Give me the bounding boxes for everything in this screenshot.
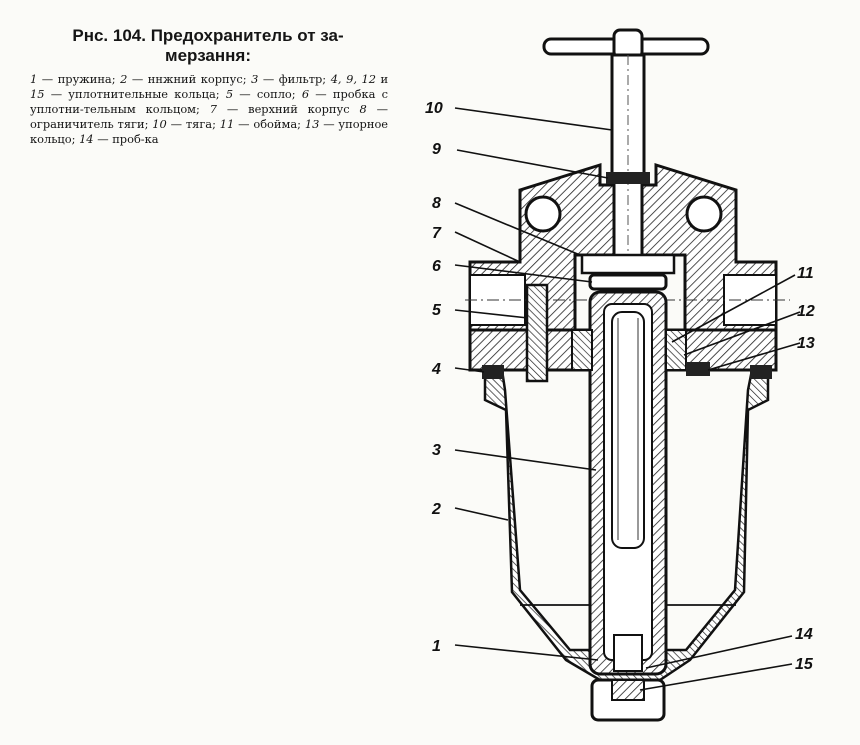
callout-8: 8 bbox=[432, 195, 441, 212]
legend-num-1: 1 bbox=[30, 72, 38, 86]
caption-title-line-1: Рнс. 104. Предохранитель от за- bbox=[72, 26, 344, 45]
callout-3: 3 bbox=[432, 442, 441, 459]
callout-7: 7 bbox=[432, 225, 442, 242]
legend-text-7: — верхний корпус bbox=[226, 102, 350, 116]
callout-labels: 10 9 8 7 6 5 4 3 2 1 11 12 13 14 15 bbox=[425, 100, 815, 673]
legend-text-13: — упорное кольцо; bbox=[30, 117, 389, 146]
caption-title-line-2: мерзання: bbox=[165, 46, 251, 65]
legend-text-6: — пробка с уплотни-тельным кольцом; bbox=[30, 87, 388, 116]
leader-lines bbox=[454, 107, 801, 691]
callout-9: 9 bbox=[432, 141, 441, 158]
legend-num-8: 8 bbox=[359, 102, 367, 116]
seal-ring-9 bbox=[606, 172, 650, 184]
callout-12: 12 bbox=[797, 303, 815, 320]
callout-5: 5 bbox=[432, 302, 442, 319]
lower-body bbox=[482, 365, 772, 722]
legend-num-11: 11 bbox=[219, 117, 235, 131]
callout-11: 11 bbox=[797, 265, 814, 282]
legend-text-5: — сопло; bbox=[239, 87, 296, 101]
callout-2: 2 bbox=[431, 501, 441, 518]
rod-t-handle bbox=[542, 28, 710, 60]
legend-text-3: — фильтр; bbox=[262, 72, 327, 86]
callout-15: 15 bbox=[795, 656, 814, 673]
legend-num-6: 6 bbox=[301, 87, 310, 101]
callout-10: 10 bbox=[425, 100, 443, 117]
legend-num-14: 14 bbox=[79, 132, 94, 146]
parts-legend: 1 — пружина; 2 — ннжний корпус; 3 — филь… bbox=[30, 72, 388, 147]
legend-num-13: 13 bbox=[304, 117, 320, 131]
legend-num-4-9-12: 4, 9, 12 bbox=[330, 72, 376, 86]
legend-text-8: — ограничитель тяги; bbox=[30, 102, 388, 131]
figure-caption-title: Рнс. 104. Предохранитель от за- мерзання… bbox=[28, 26, 388, 66]
legend-text-1: — пружина; bbox=[41, 72, 116, 86]
legend-num-15: 15 bbox=[30, 87, 45, 101]
callout-1: 1 bbox=[432, 638, 441, 655]
callout-13: 13 bbox=[797, 335, 815, 352]
legend-num-5: 5 bbox=[225, 87, 234, 101]
legend-line-1: 1 — пружина; 2 — ннжний корпус; 3 — филь… bbox=[30, 72, 388, 147]
rod-limiter bbox=[580, 253, 676, 275]
callout-6: 6 bbox=[432, 258, 441, 275]
legend-num-3: 3 bbox=[251, 72, 259, 86]
filter-assembly bbox=[571, 290, 710, 676]
legend-text-15: — уплотнительные кольца; bbox=[50, 87, 220, 101]
callout-4: 4 bbox=[431, 361, 441, 378]
legend-text-11: — обойма; bbox=[238, 117, 301, 131]
legend-text-10: — тяга; bbox=[170, 117, 216, 131]
legend-text-14: — проб-ка bbox=[97, 132, 159, 146]
legend-num-7: 7 bbox=[209, 102, 218, 116]
legend-num-10: 10 bbox=[152, 117, 167, 131]
legend-num-2: 2 bbox=[120, 72, 128, 86]
callout-14: 14 bbox=[795, 626, 813, 643]
plug-with-seal bbox=[588, 273, 668, 291]
legend-text-and: и bbox=[380, 72, 389, 86]
legend-text-2: — ннжний корпус; bbox=[131, 72, 247, 86]
